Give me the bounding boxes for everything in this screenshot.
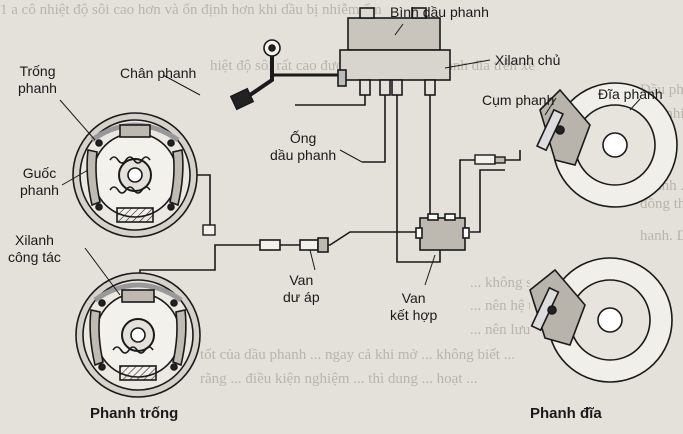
label-pedal: Chân phanh bbox=[120, 65, 197, 81]
brake-pedal bbox=[229, 39, 340, 111]
label-caliper: Cụm phanh bbox=[482, 92, 555, 108]
background-text-line: ... không sử dụng ... số lần lắp ... khi… bbox=[470, 275, 530, 291]
residual-valve bbox=[259, 237, 329, 253]
label-reservoir: Bình dầu phanh bbox=[390, 4, 489, 20]
background-text-line: đồng thời cũng bị hấp thụ hơi nước trong… bbox=[640, 196, 683, 212]
title-disc-brake: Phanh đĩa bbox=[530, 405, 602, 422]
label-shoe: Guốc phanh bbox=[20, 165, 59, 198]
leader-lines bbox=[59, 23, 641, 296]
background-text-line: 1 a cô nhiệt độ sôi cao hơn và ổn định h… bbox=[0, 2, 382, 18]
drum-brake-top bbox=[72, 112, 198, 238]
background-text-line: tốt của dầu phanh ... ngay cả khi mở ...… bbox=[200, 347, 515, 363]
label-disc: Đĩa phanh bbox=[598, 86, 663, 102]
background-text-line: ... nên hệ thống ... theo ... thay thế .… bbox=[470, 298, 530, 314]
label-residual-valve: Van dư áp bbox=[283, 272, 320, 305]
disc-brake-top bbox=[535, 82, 678, 208]
label-wheel-cylinder: Xilanh công tác bbox=[8, 232, 61, 265]
disc-brake-bottom bbox=[529, 257, 673, 383]
combination-valve bbox=[415, 213, 470, 251]
label-combination-valve: Van kết hợp bbox=[390, 290, 438, 323]
master-cylinder bbox=[337, 7, 451, 96]
background-text-line: ... nên lưu ... hoặc thay dầu phanh ... … bbox=[470, 322, 530, 338]
label-brake-line: Ống dầu phanh bbox=[270, 130, 337, 163]
fittings bbox=[202, 154, 506, 236]
background-text-line: hanh. Do đó, dầu phanh ... thời gian sử … bbox=[640, 228, 683, 244]
background-text-line: rằng ... điều kiện nghiệm ... thì dung .… bbox=[200, 371, 478, 387]
drum-brake-bottom bbox=[75, 272, 201, 398]
label-master-cylinder: Xilanh chủ bbox=[495, 52, 561, 68]
title-drum-brake: Phanh trống bbox=[90, 405, 179, 422]
label-drum: Trống phanh bbox=[18, 63, 57, 96]
